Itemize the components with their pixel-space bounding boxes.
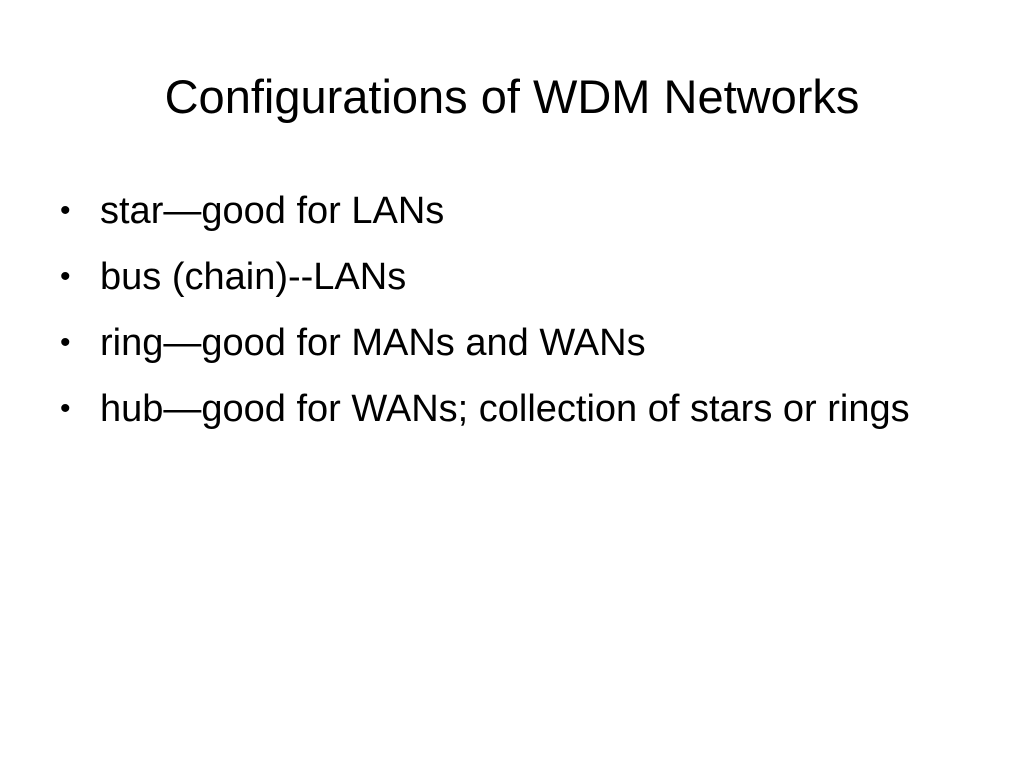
bullet-text: star—good for LANs	[100, 190, 445, 232]
bullet-item: • ring—good for MANs and WANs	[60, 320, 975, 366]
bullet-item: • star—good for LANs	[60, 188, 975, 234]
bullet-item: • bus (chain)--LANs	[60, 254, 975, 300]
bullet-text: ring—good for MANs and WANs	[100, 322, 646, 364]
bullet-list: • star—good for LANs • bus (chain)--LANs…	[60, 188, 975, 452]
slide-title: Configurations of WDM Networks	[164, 70, 860, 123]
bullet-item: • hub—good for WANs; collection of stars…	[60, 386, 975, 432]
bullet-icon: •	[60, 260, 71, 293]
bullet-text: hub—good for WANs; collection of stars o…	[100, 388, 910, 430]
bullet-text: bus (chain)--LANs	[100, 256, 407, 298]
bullet-icon: •	[60, 392, 71, 425]
bullet-icon: •	[60, 326, 71, 359]
bullet-icon: •	[60, 194, 71, 227]
